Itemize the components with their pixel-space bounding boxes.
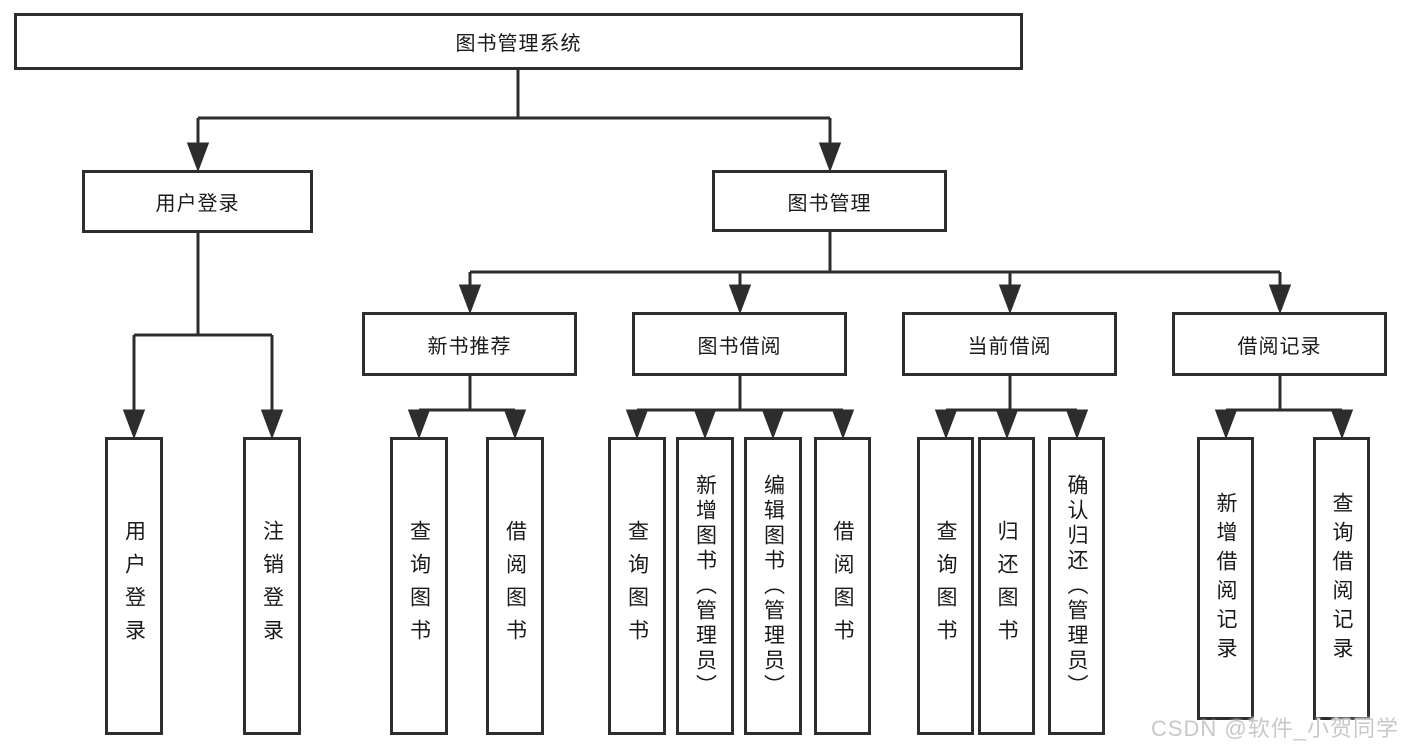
leaf-recommend-borrow-book: 借阅图书 — [486, 437, 544, 735]
leaf-query-borrow-record-label: 查询借阅记录 — [1330, 491, 1353, 666]
node-library-management-system-label: 图书管理系统 — [455, 33, 582, 55]
leaf-add-book-admin-label: 新增图书（管理员） — [693, 473, 717, 699]
leaf-return-book-label: 归还图书 — [995, 520, 1018, 652]
node-book-borrow-label: 图书借阅 — [697, 335, 782, 358]
node-user-login-label: 用户登录 — [155, 193, 240, 215]
node-borrow-record: 借阅记录 — [1172, 312, 1387, 376]
leaf-recommend-borrow-book-label: 借阅图书 — [503, 520, 527, 652]
leaf-recommend-query-book: 查询图书 — [390, 437, 448, 735]
connector-new-book-children — [407, 376, 527, 440]
connector-user-login-children — [122, 233, 284, 440]
node-book-management-label: 图书管理 — [787, 192, 872, 215]
leaf-add-borrow-record-label: 新增借阅记录 — [1214, 491, 1237, 666]
leaf-user-login: 用户登录 — [105, 437, 163, 735]
node-new-book-recommend: 新书推荐 — [362, 312, 577, 376]
csdn-watermark: CSDN @软件_小贺同学 — [1150, 716, 1399, 741]
leaf-return-book: 归还图书 — [978, 437, 1035, 735]
connector-book-borrow-children — [625, 376, 855, 440]
leaf-borrow-query-book-label: 查询图书 — [625, 520, 649, 652]
leaf-current-query-book-label: 查询图书 — [934, 520, 957, 652]
node-book-borrow: 图书借阅 — [632, 312, 847, 376]
node-current-borrow-label: 当前借阅 — [967, 335, 1052, 358]
leaf-query-borrow-record: 查询借阅记录 — [1313, 437, 1370, 720]
leaf-edit-book-admin-label: 编辑图书（管理员） — [761, 473, 785, 699]
leaf-edit-book-admin: 编辑图书（管理员） — [744, 437, 802, 735]
node-user-login: 用户登录 — [82, 170, 313, 233]
node-book-management: 图书管理 — [712, 170, 947, 232]
node-borrow-record-label: 借阅记录 — [1237, 335, 1322, 358]
node-library-management-system: 图书管理系统 — [14, 13, 1023, 70]
connector-current-borrow-children — [934, 376, 1089, 440]
connector-book-mgmt-children — [458, 232, 1292, 315]
node-new-book-recommend-label: 新书推荐 — [427, 335, 512, 358]
leaf-user-login-label: 用户登录 — [122, 520, 146, 652]
connector-borrow-record-children — [1214, 376, 1354, 440]
leaf-confirm-return-admin-label: 确认归还（管理员） — [1065, 473, 1088, 699]
node-current-borrow: 当前借阅 — [902, 312, 1117, 376]
leaf-borrow-query-book: 查询图书 — [608, 437, 666, 735]
leaf-logout: 注销登录 — [243, 437, 301, 735]
leaf-recommend-query-book-label: 查询图书 — [407, 520, 431, 652]
leaf-current-query-book: 查询图书 — [917, 437, 974, 735]
leaf-add-book-admin: 新增图书（管理员） — [676, 437, 734, 735]
leaf-confirm-return-admin: 确认归还（管理员） — [1048, 437, 1105, 735]
leaf-borrow-book-label: 借阅图书 — [831, 520, 854, 652]
connector-root-to-level2 — [186, 70, 842, 173]
leaf-borrow-book: 借阅图书 — [814, 437, 871, 735]
leaf-logout-label: 注销登录 — [260, 520, 284, 652]
leaf-add-borrow-record: 新增借阅记录 — [1197, 437, 1254, 720]
